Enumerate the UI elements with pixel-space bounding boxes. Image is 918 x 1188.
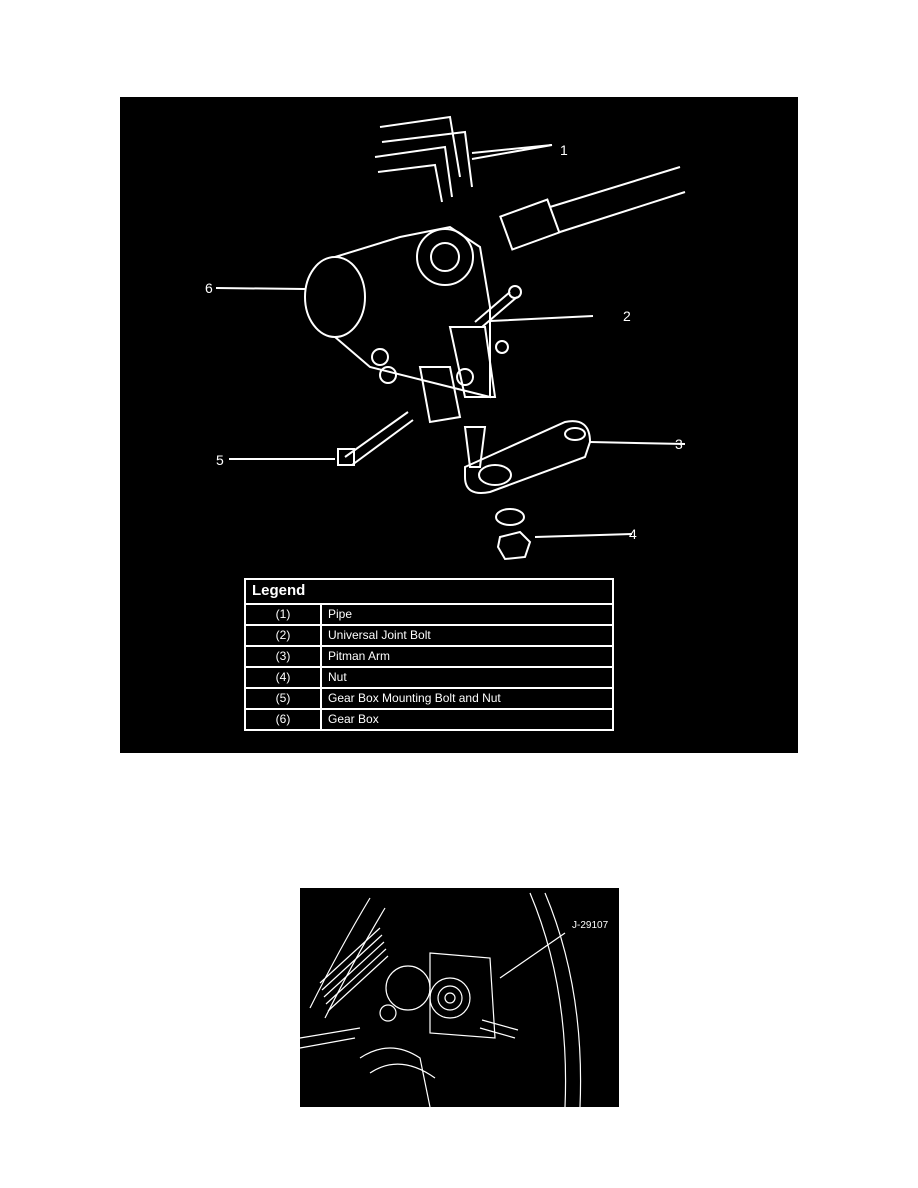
legend-num: (2) <box>246 626 322 645</box>
legend-row: (5) Gear Box Mounting Bolt and Nut <box>246 689 612 710</box>
callout-1: 1 <box>560 142 568 158</box>
legend-desc: Pipe <box>328 607 353 621</box>
callout-4: 4 <box>629 526 637 542</box>
legend-desc: Pitman Arm <box>328 649 391 663</box>
callout-6: 6 <box>205 280 213 296</box>
legend-num: (4) <box>246 668 322 687</box>
legend-num: (6) <box>246 710 322 729</box>
legend-table: Legend (1) Pipe (2) Universal Joint Bolt (… <box>244 578 614 731</box>
legend-row: (6) Gear Box <box>246 710 612 729</box>
puller-tool-illustration: J-29107 <box>300 888 619 1107</box>
steering-gear-exploded-diagram: 1 2 3 4 5 6 Legend (1) Pipe (2) Universal … <box>120 97 798 753</box>
legend-desc: Gear Box Mounting Bolt and Nut <box>328 691 501 705</box>
callout-3: 3 <box>675 436 683 452</box>
gear-box-illustration <box>215 115 686 561</box>
legend-desc: Nut <box>328 670 347 684</box>
legend-desc: Gear Box <box>328 712 379 726</box>
legend-row: (4) Nut <box>246 668 612 689</box>
legend-desc: Universal Joint Bolt <box>328 628 431 642</box>
legend-row: (3) Pitman Arm <box>246 647 612 668</box>
callout-5: 5 <box>216 452 224 468</box>
callout-2: 2 <box>623 308 631 324</box>
legend-row: (2) Universal Joint Bolt <box>246 626 612 647</box>
tool-installed-illustration <box>300 892 582 1107</box>
tool-label: J-29107 <box>572 920 609 931</box>
legend-num: (3) <box>246 647 322 666</box>
legend-num: (5) <box>246 689 322 708</box>
legend-num: (1) <box>246 605 322 624</box>
legend-row: (1) Pipe <box>246 605 612 626</box>
legend-title: Legend <box>246 580 612 605</box>
